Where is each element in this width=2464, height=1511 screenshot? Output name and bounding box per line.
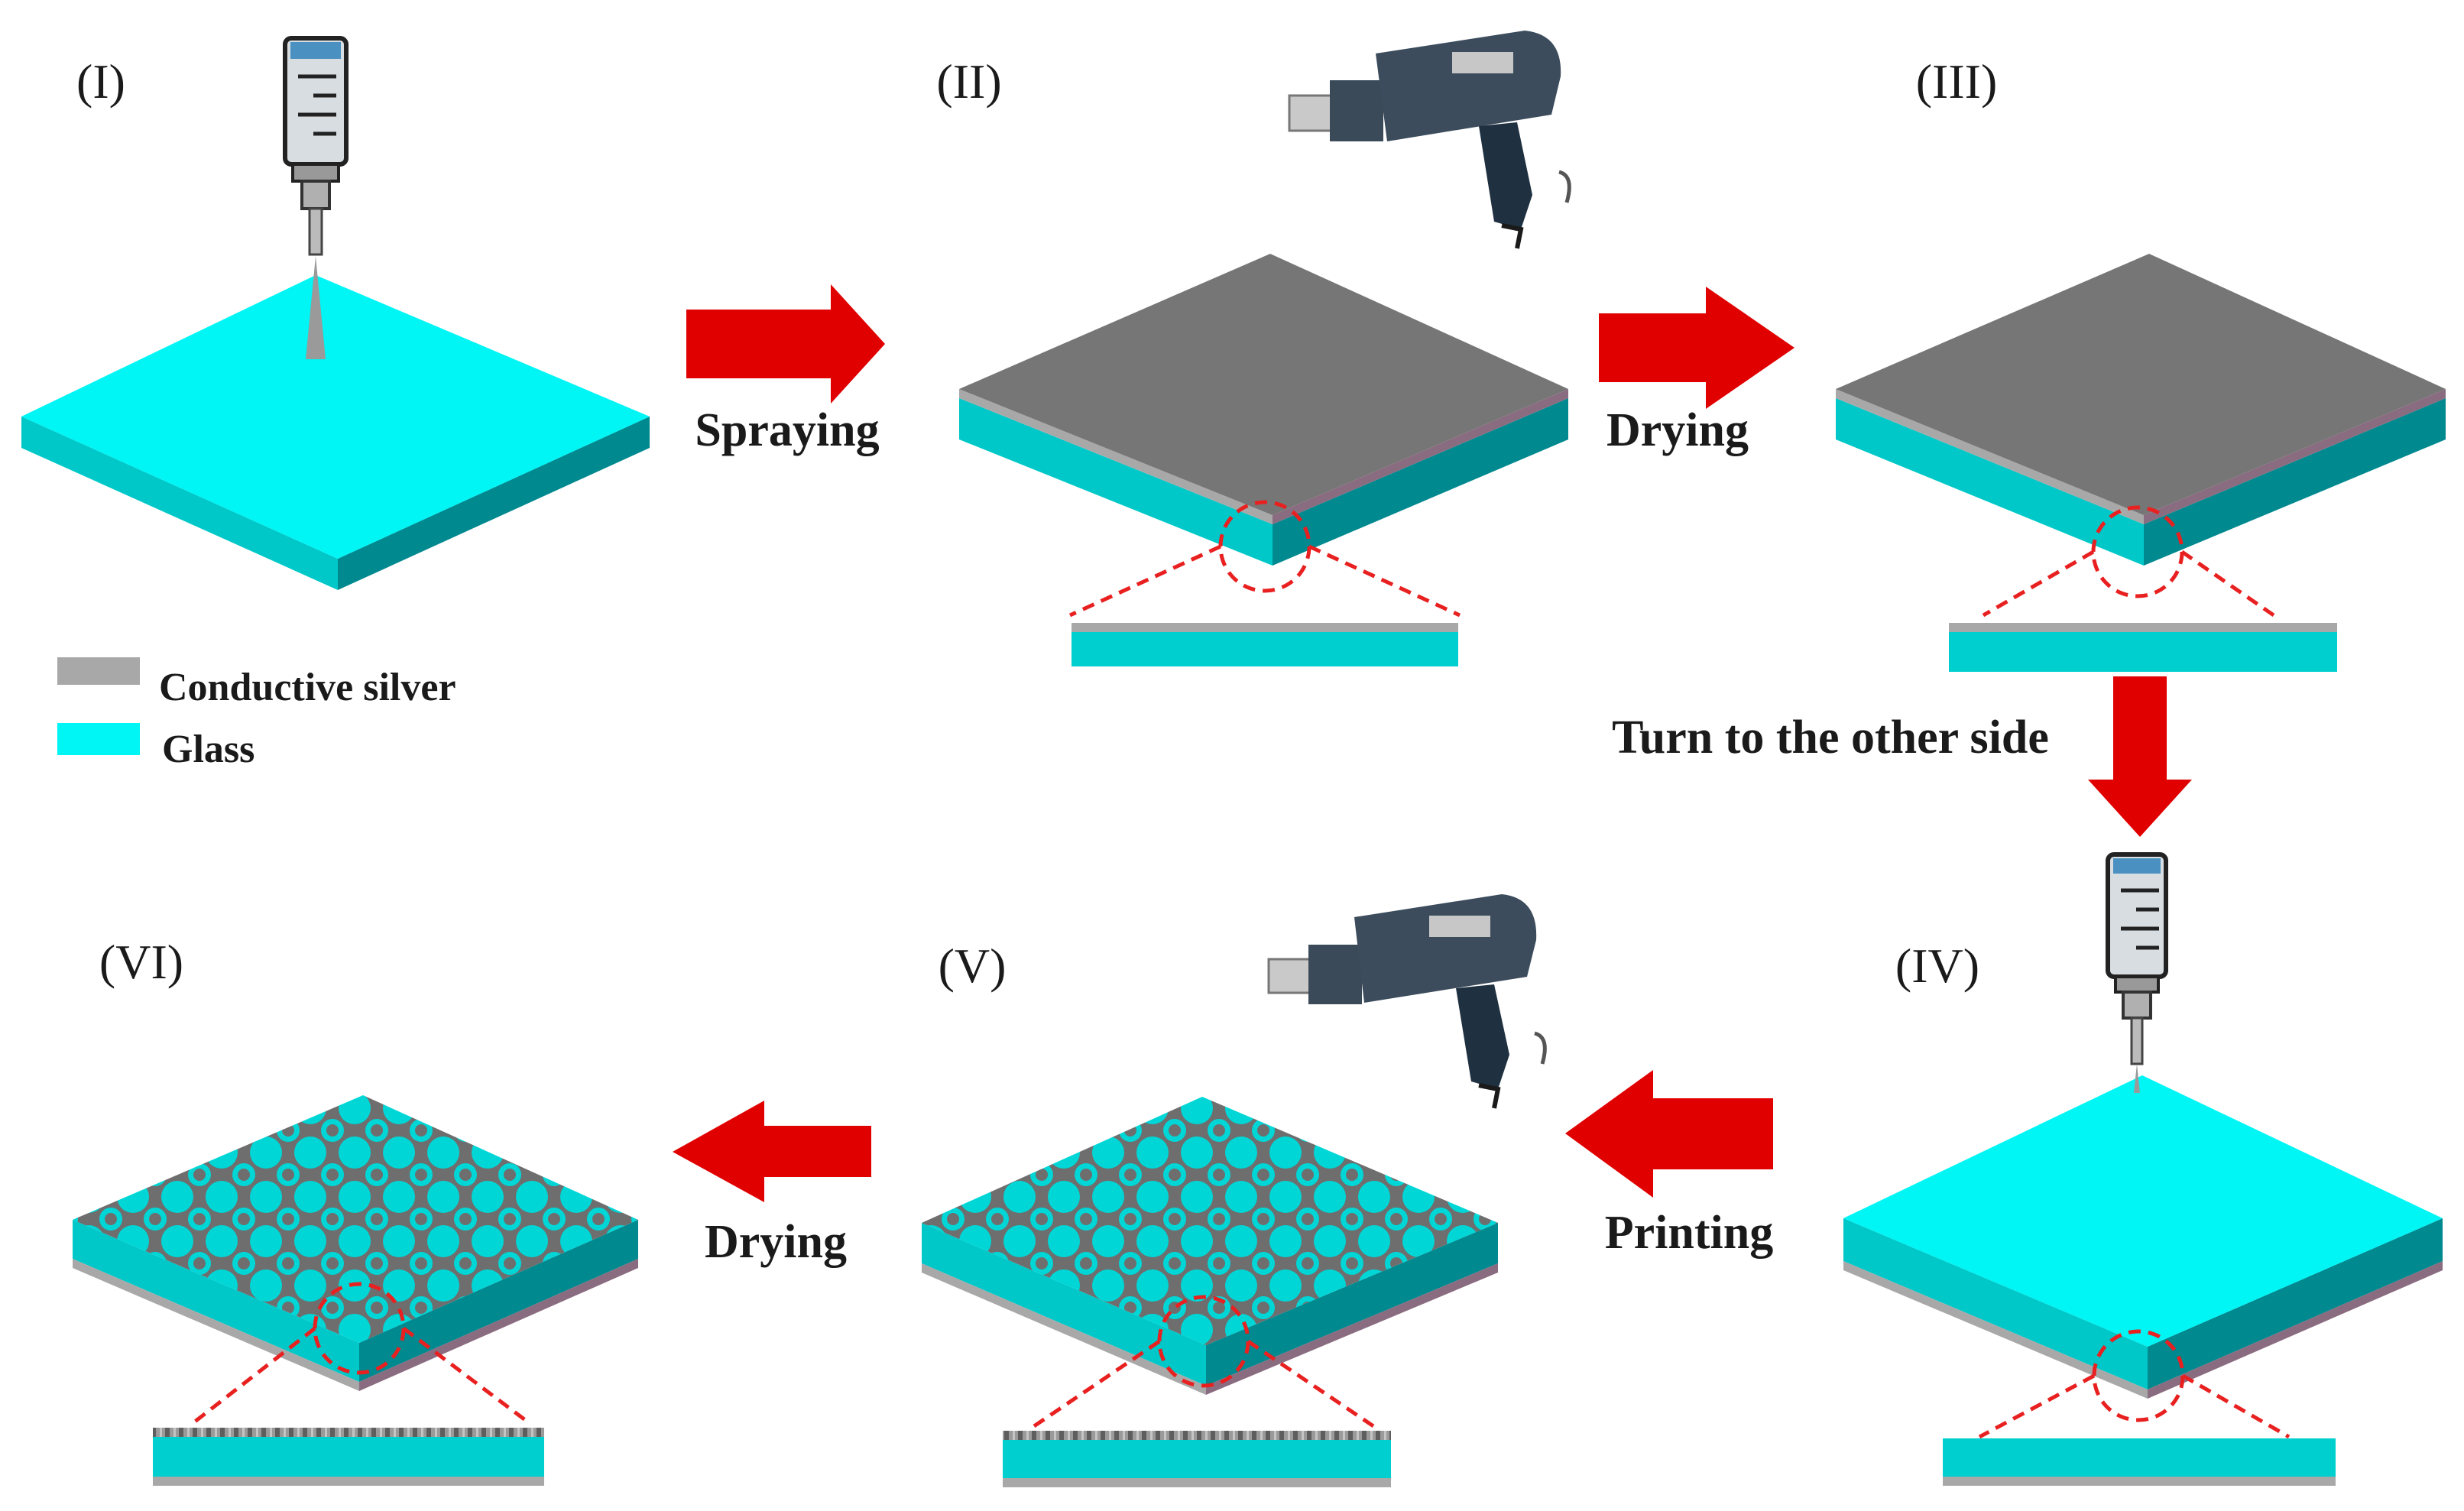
glass-layer-section: [1943, 1438, 2336, 1477]
panel-label-I: (I): [76, 54, 125, 109]
panel-label-V: (V): [939, 939, 1007, 993]
silver-layer-section: [1943, 1477, 2336, 1486]
flipped-glass: [1843, 1075, 2443, 1399]
panel-VI: (VI): [73, 935, 638, 1486]
legend-label-silver: Conductive silver: [159, 666, 456, 709]
silver-coated-glass: [959, 254, 1568, 566]
heat-gun-icon: [1267, 894, 1547, 1109]
step-printing: Printing: [1565, 1070, 1773, 1259]
panel-III: (III): [1836, 54, 2446, 672]
glass-layer-section: [153, 1437, 544, 1477]
syringe-icon: [2106, 852, 2168, 1093]
syringe-icon: [283, 36, 349, 359]
dried-silver-glass: [1836, 254, 2446, 566]
panel-label-VI: (VI): [99, 935, 183, 989]
panel-V: (V): [922, 894, 1547, 1487]
step-drying-top: Drying: [1599, 287, 1795, 456]
silver-layer-section: [1072, 623, 1458, 632]
step-label-turn: Turn to the other side: [1612, 712, 2049, 764]
zoom-callout: [1949, 505, 2337, 672]
left-arrow-icon: [1565, 1070, 1773, 1198]
left-arrow-icon: [673, 1101, 871, 1202]
panel-II: (II): [936, 31, 1571, 666]
legend-swatch-silver: [57, 657, 140, 685]
panel-label-II: (II): [936, 54, 1001, 109]
mesh-layer-section: [153, 1428, 544, 1437]
panel-label-IV: (IV): [1895, 939, 1979, 993]
legend: Conductive silver Glass: [57, 657, 456, 771]
down-arrow-icon: [2088, 676, 2192, 837]
glass-layer-section: [1949, 632, 2337, 672]
zoom-callout: [153, 1282, 544, 1486]
glass-layer-section: [1003, 1440, 1391, 1478]
silver-layer-section: [1949, 623, 2337, 632]
printed-mesh-glass: [922, 1097, 1498, 1395]
panel-label-III: (III): [1916, 54, 1998, 109]
step-spraying: Spraying: [686, 284, 885, 456]
step-label-drying-bottom: Drying: [705, 1216, 847, 1268]
final-mesh-glass: [73, 1095, 638, 1391]
step-label-printing: Printing: [1605, 1207, 1773, 1259]
legend-swatch-glass: [57, 723, 140, 755]
step-turn: Turn to the other side: [1612, 676, 2192, 837]
step-label-spraying: Spraying: [695, 404, 879, 456]
zoom-callout: [1943, 1329, 2336, 1486]
heat-gun-icon: [1288, 31, 1571, 249]
right-arrow-icon: [1599, 287, 1795, 409]
panel-IV: (IV): [1843, 852, 2443, 1486]
silver-layer-section: [1003, 1478, 1391, 1487]
glass-layer-section: [1072, 632, 1458, 666]
panel-I: (I): [21, 36, 650, 590]
right-arrow-icon: [686, 284, 885, 404]
step-drying-bottom: Drying: [673, 1101, 871, 1268]
legend-label-glass: Glass: [162, 728, 255, 771]
mesh-layer-section: [1003, 1431, 1391, 1440]
glass-substrate: [21, 275, 650, 590]
zoom-callout: [1003, 1295, 1391, 1487]
zoom-callout: [1068, 500, 1461, 666]
step-label-drying-top: Drying: [1606, 404, 1749, 456]
silver-layer-section: [153, 1477, 544, 1486]
